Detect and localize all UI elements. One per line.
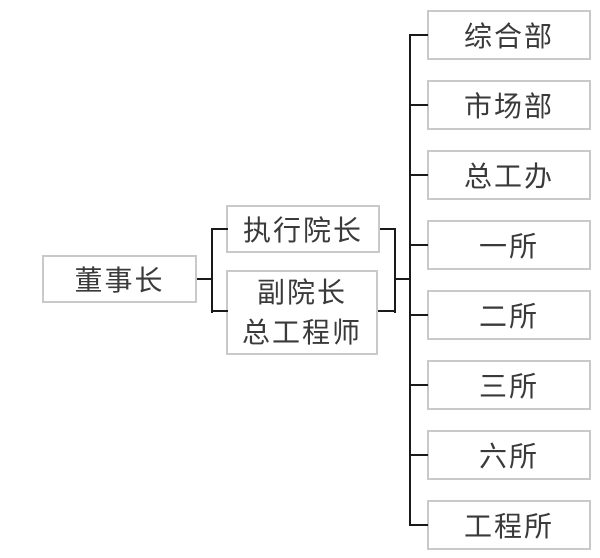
connector-executive-left-stub [211, 228, 228, 230]
node-dept-chief-engineer-office: 总工办 [427, 150, 591, 200]
connector-root-horizontal [197, 278, 213, 280]
node-dept-label: 市场部 [463, 91, 554, 122]
node-dept-label: 综合部 [463, 21, 554, 52]
node-dept-label: 三所 [478, 371, 539, 402]
node-dept-market: 市场部 [427, 80, 591, 130]
connector-deputy-left-stub [211, 310, 228, 312]
connector-deputy-right-stub [378, 310, 396, 312]
connector-dept-stub [409, 244, 428, 246]
connector-dept-stub [409, 384, 428, 386]
node-dept-label: 一所 [478, 231, 539, 262]
node-dept-institute-2: 二所 [427, 290, 591, 340]
node-chairman-label: 董事长 [74, 265, 165, 296]
connector-left-vertical-bus [211, 228, 213, 313]
connector-dept-stub [409, 174, 428, 176]
node-dept-institute-1: 一所 [427, 220, 591, 270]
connector-middle-to-trunk [394, 278, 411, 280]
connector-dept-stub [409, 454, 428, 456]
node-executive-dean-label: 执行院长 [242, 215, 363, 246]
connector-middle-vertical-bus [394, 228, 396, 313]
node-dept-institute-3: 三所 [427, 360, 591, 410]
node-dept-label: 二所 [478, 301, 539, 332]
connector-dept-stub [409, 314, 428, 316]
connector-dept-stub [409, 104, 428, 106]
node-deputy-dean-label: 副院长 [256, 276, 347, 308]
node-dept-label: 工程所 [463, 511, 554, 542]
connector-trunk-vertical [409, 34, 411, 526]
node-dept-institute-6: 六所 [427, 430, 591, 480]
connector-dept-stub [409, 34, 428, 36]
connector-dept-stub [409, 524, 428, 526]
node-chief-engineer-label: 总工程师 [241, 316, 362, 348]
node-executive-dean: 执行院长 [226, 205, 380, 253]
node-dept-general: 综合部 [427, 10, 591, 60]
node-deputy-dean-chief-engineer: 副院长 总工程师 [226, 270, 378, 355]
node-chairman: 董事长 [42, 255, 197, 303]
node-dept-label: 总工办 [463, 161, 554, 192]
node-dept-label: 六所 [478, 441, 539, 472]
connector-executive-right-stub [380, 228, 396, 230]
node-dept-engineering: 工程所 [427, 500, 591, 550]
